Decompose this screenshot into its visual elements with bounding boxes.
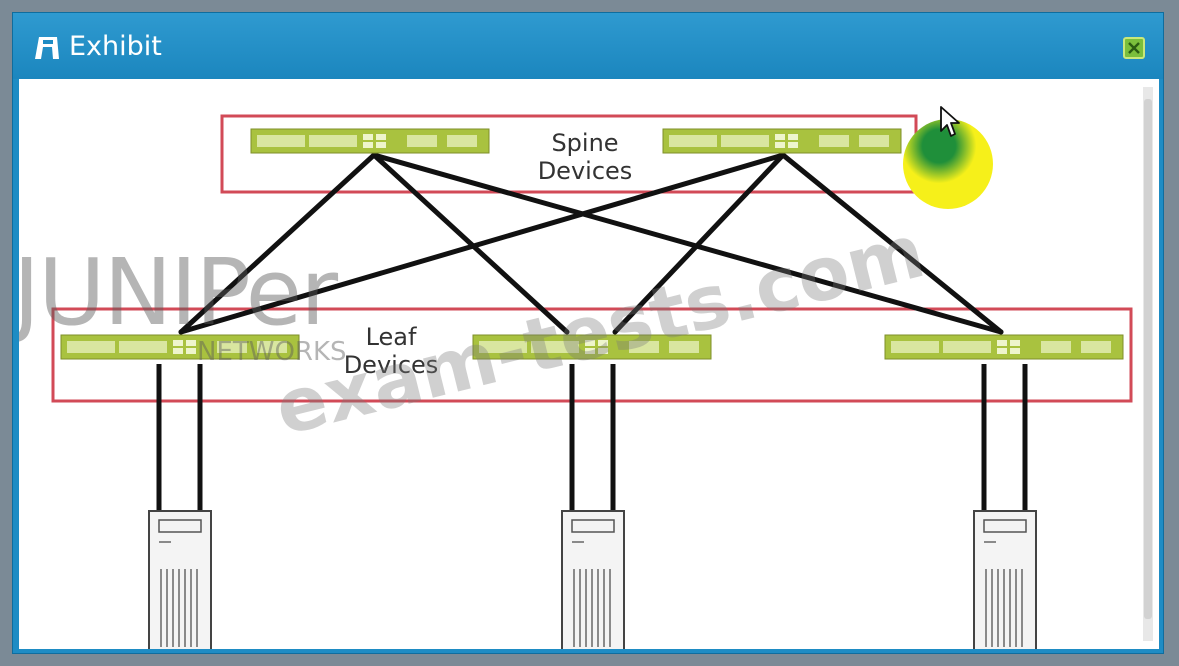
spine-switch-1 xyxy=(250,128,490,154)
leaf-group-box xyxy=(51,307,1133,403)
exhibit-window: Exhibit xyxy=(12,12,1164,654)
window-title: Exhibit xyxy=(69,31,162,62)
server-2 xyxy=(561,510,625,649)
vertical-scrollbar[interactable] xyxy=(1143,87,1153,641)
server-3 xyxy=(973,510,1037,649)
mouse-pointer-icon xyxy=(940,106,960,137)
fabric-links xyxy=(178,152,1004,335)
leaf-devices-label: Leaf Devices xyxy=(325,323,457,379)
server-1 xyxy=(148,510,212,649)
exhibit-content: Spine Devices Leaf Devices JUNIPer NETWO… xyxy=(19,79,1159,649)
leaf-switch-2 xyxy=(472,334,712,360)
network-diagram xyxy=(51,114,1133,649)
exhibit-icon xyxy=(35,37,59,59)
spine-devices-label: Spine Devices xyxy=(519,129,651,185)
close-button[interactable] xyxy=(1123,37,1145,59)
leaf-switch-1 xyxy=(60,334,300,360)
cursor-highlight xyxy=(903,119,993,209)
leaf-switch-3 xyxy=(884,334,1124,360)
spine-label-line1: Spine xyxy=(551,129,619,157)
leaf-label-line2: Devices xyxy=(343,351,439,379)
close-icon xyxy=(1128,42,1140,54)
server-links xyxy=(156,364,1028,511)
scrollbar-thumb[interactable] xyxy=(1144,99,1152,619)
spine-label-line2: Devices xyxy=(537,157,633,185)
spine-switch-2 xyxy=(662,128,902,154)
leaf-label-line1: Leaf xyxy=(365,323,417,351)
title-bar: Exhibit xyxy=(13,13,1163,79)
